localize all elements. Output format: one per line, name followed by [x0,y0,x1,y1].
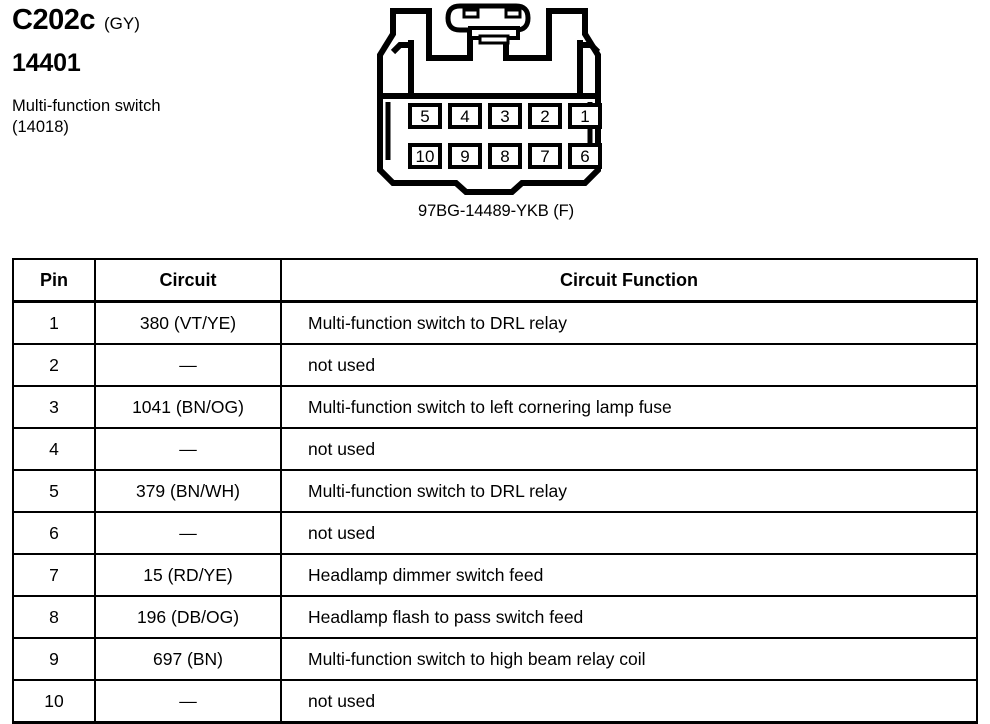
cell-circuit-function: not used [280,427,978,471]
connector-figure: 5 4 3 2 1 10 9 8 7 6 97BG-14489-YKB (F) [366,0,626,221]
connector-pin-label: 4 [460,107,469,126]
cell-circuit: — [94,343,282,387]
cell-pin: 5 [12,469,96,513]
table-row: 10—not used [12,679,978,724]
connector-pin-label: 2 [540,107,549,126]
connector-pin-label: 6 [580,147,589,166]
column-header-function: Circuit Function [280,258,978,303]
connector-latch-notch-left [462,8,480,19]
column-header-circuit: Circuit [94,258,282,303]
cell-circuit-function: Multi-function switch to left cornering … [280,385,978,429]
cell-pin: 8 [12,595,96,639]
connector-left-notch [390,42,411,55]
column-header-pin: Pin [12,258,96,303]
connector-pin-row-top-labels: 5 4 3 2 1 [420,107,589,126]
cell-circuit-function: not used [280,679,978,724]
component-description: Multi-function switch (14018) [12,96,352,138]
cell-circuit: 196 (DB/OG) [94,595,282,639]
cell-pin: 3 [12,385,96,429]
component-name-label: Multi-function switch [12,97,161,115]
cell-circuit-function: not used [280,343,978,387]
cell-circuit: 379 (BN/WH) [94,469,282,513]
cell-circuit: 1041 (BN/OG) [94,385,282,429]
connector-part-number-label: 14401 [12,49,81,77]
cell-circuit: — [94,427,282,471]
connector-pin-row-top [408,103,602,129]
connector-pin-label: 1 [580,107,589,126]
connector-pin-cavity [568,143,602,169]
cell-circuit-function: Multi-function switch to DRL relay [280,301,978,345]
pinout-table-head: Pin Circuit Circuit Function [12,258,978,303]
connector-id-label: C202c [12,4,95,36]
cell-pin: 6 [12,511,96,555]
table-header-row: Pin Circuit Circuit Function [12,258,978,303]
connector-pin-row-bottom-labels: 10 9 8 7 6 [416,147,590,166]
cell-circuit-function: Multi-function switch to DRL relay [280,469,978,513]
cell-circuit-function: Headlamp dimmer switch feed [280,553,978,597]
connector-pin-cavity [528,103,562,129]
cell-circuit-function: Headlamp flash to pass switch feed [280,595,978,639]
cell-circuit: 380 (VT/YE) [94,301,282,345]
cell-pin: 10 [12,679,96,724]
connector-face-diagram: 5 4 3 2 1 10 9 8 7 6 [377,3,602,195]
table-row: 6—not used [12,511,978,555]
connector-pin-cavity [448,143,482,169]
cell-pin: 9 [12,637,96,681]
connector-pin-cavity [528,143,562,169]
cell-circuit: — [94,679,282,724]
connector-pin-label: 8 [500,147,509,166]
connector-pin-cavity [488,103,522,129]
cell-circuit: 697 (BN) [94,637,282,681]
connector-pin-label: 5 [420,107,429,126]
cell-pin: 1 [12,301,96,345]
table-row: 2—not used [12,343,978,387]
cell-pin: 2 [12,343,96,387]
connector-pin-cavity [448,103,482,129]
cell-circuit: — [94,511,282,555]
cell-circuit: 15 (RD/YE) [94,553,282,597]
cell-circuit-function: not used [280,511,978,555]
connector-id-row: C202c (GY) [12,4,352,40]
table-row: 4—not used [12,427,978,471]
connector-right-notch [580,42,601,55]
connector-latch-step-lower [478,34,510,45]
connector-color-code-label: (GY) [103,14,140,33]
connector-pin-cavity [488,143,522,169]
connector-pin-label: 9 [460,147,469,166]
connector-pin-label: 10 [416,147,435,166]
connector-latch-notch-right [504,8,522,19]
connector-pin-cavity [408,103,442,129]
cell-pin: 7 [12,553,96,597]
connector-part-caption: 97BG-14489-YKB (F) [418,202,574,220]
cell-pin: 4 [12,427,96,471]
connector-pin-row-bottom [408,143,602,169]
component-number-label: (14018) [12,118,69,136]
cell-circuit-function: Multi-function switch to high beam relay… [280,637,978,681]
connector-pin-cavity [568,103,602,129]
connector-pin-label: 7 [540,147,549,166]
connector-pin-cavity [408,143,442,169]
connector-header-block: C202c (GY) 14401 Multi-function switch (… [12,4,352,138]
connector-pin-label: 3 [500,107,509,126]
